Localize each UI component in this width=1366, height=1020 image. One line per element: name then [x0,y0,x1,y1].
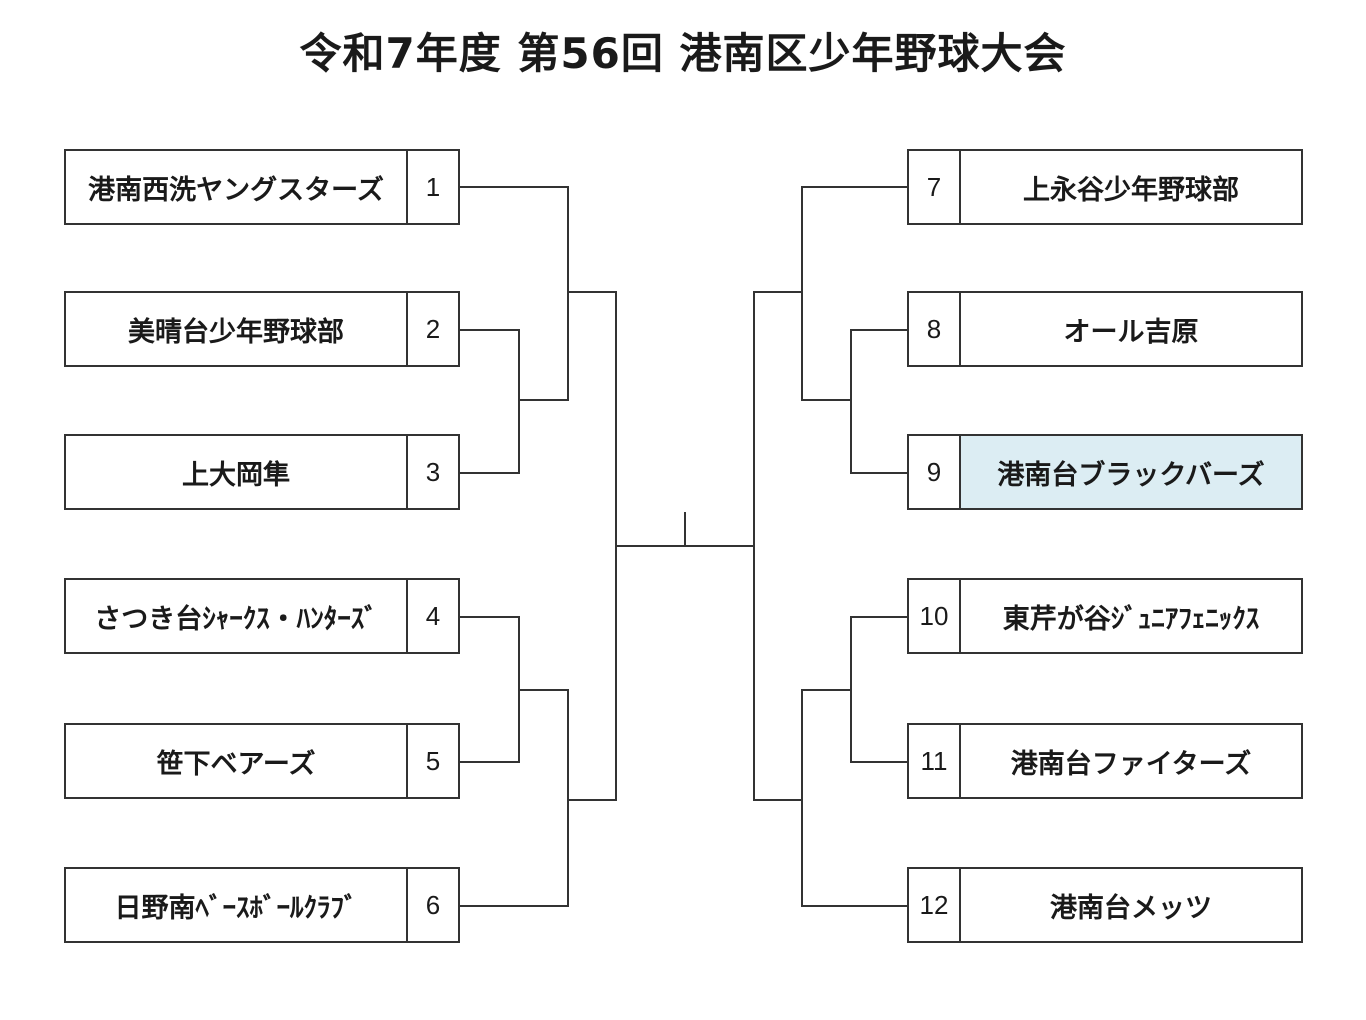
team-entry-8: 8 オール吉原 [907,291,1303,367]
tournament-title: 令和7年度 第56回 港南区少年野球大会 [299,29,1067,78]
team-entry-10: 10 東芹が谷ｼﾞｭﾆｱﾌｪﾆｯｸｽ [907,578,1303,654]
team-number: 9 [909,436,961,508]
team-number: 7 [909,151,961,223]
team-number: 5 [406,725,458,797]
team-name: オール吉原 [1063,316,1199,348]
team-entry-11: 11 港南台ファイターズ [907,723,1303,799]
bracket-line-team12 [801,800,907,907]
team-name: 東芹が谷ｼﾞｭﾆｱﾌｪﾆｯｸｽ [1002,603,1260,635]
bracket-line-right-top-to-final [753,291,802,546]
bracket-line-team4 [460,616,520,763]
team-entry-3: 上大岡隼 3 [64,434,460,510]
bracket-line-team7 [801,186,907,292]
team-name: 港南西洗ヤングスターズ [88,174,384,206]
team-name: 美晴台少年野球部 [128,316,344,348]
bracket-line-left-top-semi [519,292,569,401]
team-entry-4: さつき台ｼｬｰｸｽ・ﾊﾝﾀｰｽﾞ 4 [64,578,460,654]
team-number: 8 [909,293,961,365]
team-number: 2 [406,293,458,365]
bracket-line-team6 [460,800,569,907]
team-name: 上大岡隼 [182,459,290,491]
team-number: 11 [909,725,961,797]
bracket-line-team1 [460,186,569,292]
bracket-line-team2 [460,329,520,474]
team-number: 3 [406,436,458,508]
bracket-line-left-bottom-to-final [568,546,617,801]
team-entry-6: 日野南ﾍﾞｰｽﾎﾞｰﾙｸﾗﾌﾞ 6 [64,867,460,943]
bracket-line-left-bottom-semi [519,689,569,800]
bracket-line-team10 [850,616,907,763]
team-name: 港南台ブラックバーズ [961,436,1301,508]
team-name: 上永谷少年野球部 [1023,174,1239,206]
team-entry-7: 7 上永谷少年野球部 [907,149,1303,225]
bracket-line-left-top-to-final [568,291,617,546]
team-name: さつき台ｼｬｰｸｽ・ﾊﾝﾀｰｽﾞ [94,603,378,635]
bracket-line-right-bottom-to-final [753,546,802,801]
team-name: 笹下ベアーズ [156,748,316,780]
team-entry-12: 12 港南台メッツ [907,867,1303,943]
team-entry-5: 笹下ベアーズ 5 [64,723,460,799]
team-number: 10 [909,580,961,652]
team-name: 日野南ﾍﾞｰｽﾎﾞｰﾙｸﾗﾌﾞ [114,892,358,924]
team-entry-9: 9 港南台ブラックバーズ [907,434,1303,510]
bracket-line-team8 [850,329,907,474]
team-name: 港南台メッツ [1050,892,1212,924]
team-number: 4 [406,580,458,652]
bracket-line-right-bottom-semi [801,689,851,800]
bracket-line-right-top-semi [801,292,851,401]
team-name: 港南台ファイターズ [1010,748,1252,780]
team-entry-1: 港南西洗ヤングスターズ 1 [64,149,460,225]
team-number: 12 [909,869,961,941]
team-number: 6 [406,869,458,941]
team-entry-2: 美晴台少年野球部 2 [64,291,460,367]
team-number: 1 [406,151,458,223]
